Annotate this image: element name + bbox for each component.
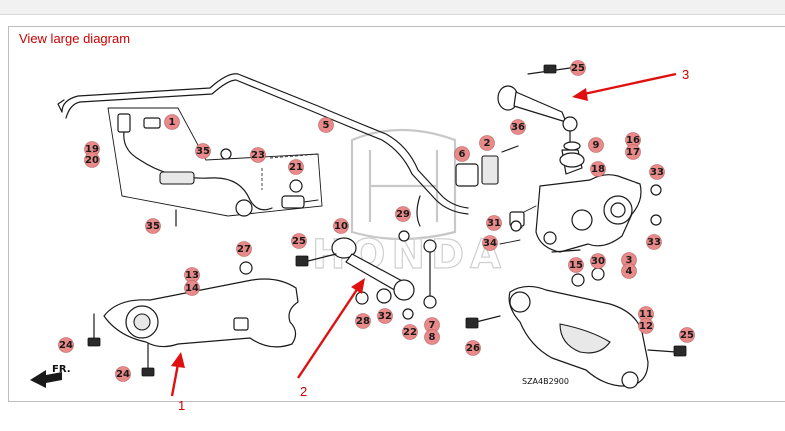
callout-number: 16 (626, 135, 640, 146)
callout-number: 29 (396, 209, 410, 220)
callout-35: 35 (195, 143, 211, 159)
callout-number: 33 (650, 167, 664, 178)
callout-number: 17 (626, 147, 640, 158)
callout-number: 1 (169, 117, 176, 128)
annotation-arrow-2: 2 (297, 278, 365, 399)
callout-14: 14 (184, 280, 200, 296)
callout-group: 1234567891011121314151617181920212223242… (58, 60, 695, 382)
callout-24: 24 (115, 366, 131, 382)
callout-number: 22 (403, 327, 417, 338)
callout-number: 35 (196, 146, 210, 157)
callout-36: 36 (510, 119, 526, 135)
callout-number: 8 (429, 332, 436, 343)
callout-number: 12 (639, 321, 653, 332)
callout-number: 33 (647, 237, 661, 248)
callout-26: 26 (465, 340, 481, 356)
callout-18: 18 (590, 161, 606, 177)
stabilizer-bushing-bracket (455, 145, 519, 187)
callout-25: 25 (570, 60, 586, 76)
callout-15: 15 (568, 257, 584, 273)
callout-number: 13 (185, 270, 199, 281)
callout-22: 22 (402, 324, 418, 340)
callout-number: 25 (680, 330, 694, 341)
callout-number: 25 (571, 63, 585, 74)
callout-number: 19 (85, 144, 99, 155)
callout-number: 5 (323, 120, 330, 131)
callout-33: 33 (646, 234, 662, 250)
callout-33: 33 (649, 164, 665, 180)
top-toolbar-strip (0, 0, 785, 15)
callout-32: 32 (377, 308, 393, 324)
callout-number: 11 (639, 309, 653, 320)
callout-number: 28 (356, 316, 370, 327)
callout-29: 29 (395, 206, 411, 222)
callout-number: 24 (59, 340, 73, 351)
callout-17: 17 (625, 144, 641, 160)
annotation-arrow-3: 3 (572, 67, 689, 101)
callout-5: 5 (318, 117, 334, 133)
view-large-diagram-link[interactable]: View large diagram (19, 31, 131, 46)
callout-number: 35 (146, 221, 160, 232)
callout-1: 1 (164, 114, 180, 130)
callout-number: 14 (185, 283, 199, 294)
upper-arm (497, 64, 578, 143)
annotation-label-3: 3 (682, 67, 689, 82)
callout-number: 36 (511, 122, 525, 133)
callout-30: 30 (590, 253, 606, 269)
callout-number: 24 (116, 369, 130, 380)
callout-27: 27 (236, 241, 252, 257)
annotation-arrow-1: 1 (170, 352, 185, 413)
callout-number: 20 (85, 155, 99, 166)
knuckle (509, 141, 642, 253)
callout-25: 25 (679, 327, 695, 343)
callout-number: 2 (484, 138, 491, 149)
callout-9: 9 (588, 137, 604, 153)
callout-8: 8 (424, 329, 440, 345)
stabilizer-link (423, 239, 437, 309)
callout-number: 10 (334, 221, 348, 232)
callout-2: 2 (479, 135, 495, 151)
callout-number: 3 (626, 255, 633, 266)
lower-arm-11-12 (465, 285, 687, 389)
callout-23: 23 (250, 147, 266, 163)
compensator-arm (295, 237, 415, 301)
callout-number: 15 (569, 260, 583, 271)
annotation-label-1: 1 (178, 398, 185, 413)
front-label: FR. (52, 364, 71, 375)
callout-25: 25 (291, 233, 307, 249)
callout-21: 21 (288, 159, 304, 175)
callout-number: 32 (378, 311, 392, 322)
front-direction-indicator: FR. (30, 364, 71, 388)
callout-number: 18 (591, 164, 605, 175)
callout-31: 31 (486, 215, 502, 231)
hardware-small-parts (175, 148, 662, 320)
annotation-label-2: 2 (300, 384, 307, 399)
callout-6: 6 (454, 146, 470, 162)
callout-4: 4 (621, 263, 637, 279)
callout-number: 23 (251, 150, 265, 161)
lower-arm-13-14 (87, 278, 299, 377)
callout-number: 26 (466, 343, 480, 354)
callout-35: 35 (145, 218, 161, 234)
callout-number: 6 (459, 149, 466, 160)
callout-24: 24 (58, 337, 74, 353)
callout-number: 9 (593, 140, 600, 151)
stabilizer-bar (57, 73, 469, 227)
callout-number: 30 (591, 256, 605, 267)
diagram-code: SZA4B2900 (522, 377, 569, 386)
callout-20: 20 (84, 152, 100, 168)
callout-10: 10 (333, 218, 349, 234)
callout-number: 27 (237, 244, 251, 255)
callout-number: 31 (487, 218, 501, 229)
callout-number: 34 (483, 238, 497, 249)
callout-number: 4 (626, 266, 633, 277)
callout-number: 7 (429, 320, 436, 331)
callout-34: 34 (482, 235, 498, 251)
callout-number: 21 (289, 162, 303, 173)
callout-28: 28 (355, 313, 371, 329)
callout-number: 25 (292, 236, 306, 247)
callout-12: 12 (638, 318, 654, 334)
abs-sensor-harness (107, 107, 323, 217)
